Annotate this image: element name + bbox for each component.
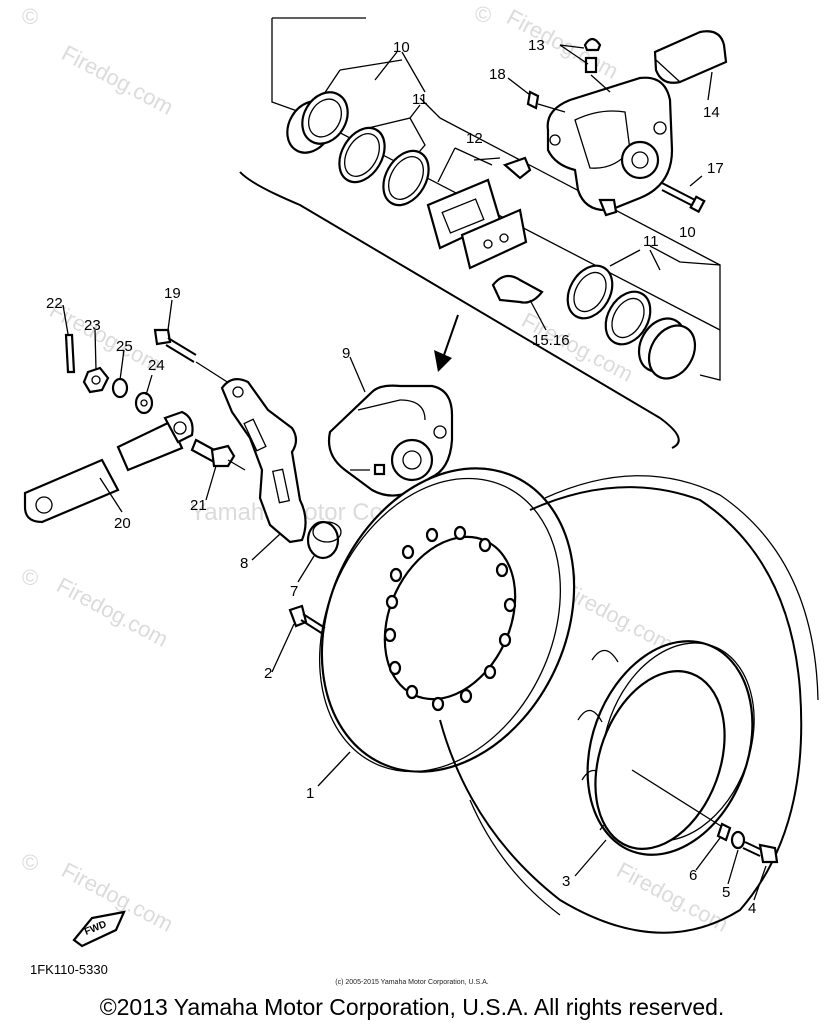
collar — [306, 520, 340, 560]
small-screw — [526, 90, 540, 110]
pin-bolt — [661, 182, 706, 214]
brake-pads — [426, 147, 532, 270]
callout-22: 22 — [46, 295, 63, 312]
piston-seals-lower — [566, 264, 697, 380]
leader-lines — [62, 44, 767, 901]
watermark-site-2: Firedog.com — [503, 4, 623, 83]
pad-spring — [491, 274, 544, 304]
callout-19: 19 — [164, 285, 181, 302]
caliper-body-upper — [546, 76, 674, 217]
callout-24: 24 — [148, 357, 165, 374]
callout-9: 9 — [342, 345, 350, 362]
callout-12: 12 — [466, 130, 483, 147]
callout-6: 6 — [689, 867, 697, 884]
callout-7: 7 — [290, 583, 298, 600]
callout-13: 13 — [528, 37, 545, 54]
piston-upper — [286, 91, 349, 154]
callout-5: 5 — [722, 884, 730, 901]
caliper-exploded-group — [239, 17, 728, 449]
callout-11-lower: 11 — [643, 233, 659, 250]
watermark-symbol-3: © — [22, 565, 38, 590]
torque-rod-group — [23, 328, 342, 560]
callout-15-16: 15.16 — [532, 332, 570, 349]
callout-4: 4 — [748, 900, 756, 917]
callout-20: 20 — [114, 515, 131, 532]
watermark-symbol-2: © — [475, 2, 491, 27]
callout-2: 2 — [264, 665, 272, 682]
disc-holes — [383, 525, 517, 712]
brake-disc — [318, 467, 576, 773]
copyright-small: (c) 2005-2015 Yamaha Motor Corporation, … — [335, 979, 489, 986]
bleed-screw — [583, 37, 611, 93]
diagram-code: 1FK110-5330 — [30, 962, 108, 977]
caliper-assembly — [327, 384, 454, 497]
watermark-site-1: Firedog.com — [58, 40, 178, 119]
callout-3: 3 — [562, 873, 570, 890]
hub-plate — [594, 670, 726, 850]
callout-17: 17 — [707, 160, 724, 177]
callouts: 1 2 3 4 5 6 7 8 9 10 10 11 11 12 13 14 1… — [46, 37, 756, 917]
wheel — [439, 475, 819, 934]
callout-10-upper: 10 — [393, 39, 410, 56]
callout-14: 14 — [703, 104, 720, 121]
callout-11-upper: 11 — [412, 91, 428, 108]
watermark-site-6: Firedog.com — [613, 857, 733, 936]
caliper-cover — [653, 30, 728, 84]
watermark-symbol-1: © — [22, 4, 38, 29]
callout-10-lower: 10 — [679, 224, 696, 241]
assembly-arrow — [443, 314, 459, 356]
section-divider-curve — [239, 171, 680, 449]
callout-8: 8 — [240, 555, 248, 572]
seals-upper — [338, 126, 430, 207]
callout-25: 25 — [116, 338, 133, 355]
fwd-indicator: FWD — [72, 910, 126, 948]
copyright-footer: ©2013 Yamaha Motor Corporation, U.S.A. A… — [99, 994, 725, 1020]
watermark-site-3: Firedog.com — [53, 572, 173, 651]
callout-18: 18 — [489, 66, 506, 83]
callout-1: 1 — [306, 785, 314, 802]
callout-21: 21 — [190, 497, 207, 514]
disc-bolts — [288, 604, 779, 864]
watermark-symbol-4: © — [22, 850, 38, 875]
callout-23: 23 — [84, 317, 101, 334]
